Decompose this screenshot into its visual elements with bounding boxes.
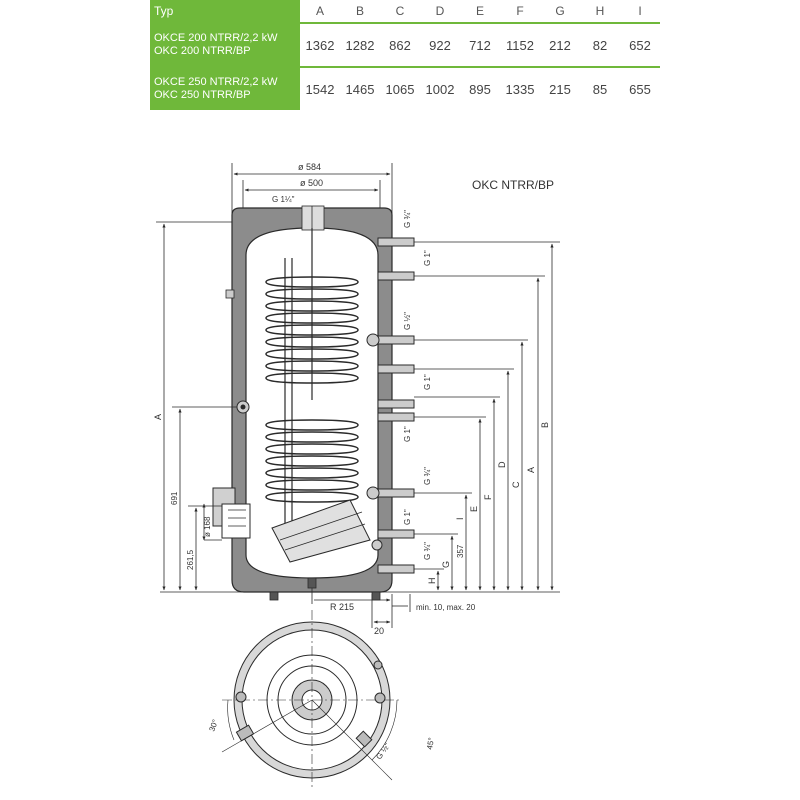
left-dimensions (156, 221, 411, 628)
dim-691-label: 691 (170, 491, 179, 505)
right-dimensions (160, 241, 560, 593)
dim-letter: A (526, 467, 536, 473)
value-cell: 1542 (305, 81, 335, 97)
table-row: OKCE 200 NTRR/2,2 kW OKC 200 NTRR/BP 136… (150, 23, 660, 68)
value-cell: 712 (460, 23, 500, 68)
dim-2615-label: 261,5 (186, 549, 195, 570)
value-cell: 1465 (345, 81, 375, 97)
connection-label: G 1" (423, 250, 432, 266)
value-cell: 895 (469, 81, 491, 97)
dim-letter: F (483, 494, 493, 500)
value-cell: 1362 (300, 23, 340, 68)
value-cell: 212 (540, 23, 580, 68)
coil-loop (265, 336, 359, 348)
connection-label: G 1" (403, 426, 412, 442)
header-d: D (420, 0, 460, 24)
coil-loop (265, 300, 359, 312)
value-cell: 1335 (505, 81, 535, 97)
dim-357-label: 357 (456, 544, 465, 558)
dim-20-label: 20 (374, 626, 384, 636)
header-e: E (460, 0, 500, 24)
header-g: G (540, 0, 580, 24)
coil-loop (265, 479, 359, 491)
dim-r215-label: R 215 (330, 602, 354, 612)
connection-label: G ½" (403, 312, 412, 330)
coil-loop (265, 443, 359, 455)
dim-letter: H (427, 578, 437, 585)
dim-168-label: ø 168 (203, 516, 212, 537)
angle-45-label: 45° (425, 737, 436, 750)
dim-letter: G (441, 561, 451, 568)
value-cell: 1282 (340, 23, 380, 68)
coil-loop (265, 372, 359, 384)
dim-letter: E (469, 506, 479, 512)
value-cell: 1152 (500, 23, 540, 68)
connection-label: G ¾" (423, 467, 432, 485)
coil-loop (265, 419, 359, 431)
heat-exchanger-coil (265, 228, 371, 563)
coil-loop (265, 276, 359, 288)
connection-label: G 1" (423, 374, 432, 390)
model-cell: OKCE 200 NTRR/2,2 kW OKC 200 NTRR/BP (150, 23, 300, 68)
value-cell: 922 (420, 23, 460, 68)
value-cell: 655 (629, 81, 651, 97)
coil-loop (265, 467, 359, 479)
coil-loop (265, 348, 359, 360)
model-label: OKC NTRR/BP (472, 178, 554, 192)
header-c: C (380, 0, 420, 24)
dim-min-max-label: min. 10, max. 20 (416, 603, 476, 612)
model-name: OKCE 250 NTRR/2,2 kW (154, 76, 278, 88)
dim-inner-diameter: ø 500 (300, 178, 323, 188)
model-name: OKC 250 NTRR/BP (154, 89, 251, 101)
header-i: I (620, 0, 660, 24)
dim-letter: B (540, 422, 550, 428)
tank-feet (269, 577, 381, 601)
model-cell: OKCE 250 NTRR/2,2 kW OKC 250 NTRR/BP (150, 67, 300, 110)
header-a: A (300, 0, 340, 24)
value-cell: 82 (580, 23, 620, 68)
value-cell: 652 (620, 23, 660, 68)
value-cell: 862 (380, 23, 420, 68)
plan-view (221, 610, 402, 790)
dim-letter: D (497, 461, 507, 468)
dim-letter: I (455, 517, 465, 520)
model-name: OKCE 200 NTRR/2,2 kW (154, 32, 278, 44)
header-f: F (500, 0, 540, 24)
right-dimension-letters: B A C D F E I G H (427, 422, 550, 584)
connection-label: G ¾" (403, 210, 412, 228)
coil-loop (265, 431, 359, 443)
model-name: OKC 200 NTRR/BP (154, 45, 251, 57)
spec-table: Typ A B C D E F G H I OKCE 200 NTRR/2,2 … (150, 0, 660, 110)
dim-a-label: A (153, 414, 163, 420)
header-typ: Typ (150, 0, 300, 24)
table-header-row: Typ A B C D E F G H I (150, 0, 660, 24)
dim-outer-diameter: ø 584 (298, 162, 321, 172)
value-cell: 1002 (425, 81, 455, 97)
plan-connection-label: G ½" (374, 741, 392, 761)
coil-loop (265, 360, 359, 372)
side-connections (366, 237, 415, 574)
coil-loop (265, 455, 359, 467)
angle-30-label: 30° (207, 718, 220, 732)
side-connection-labels: G ¾" G 1" G ½" G 1" G 1" G ¾" G 1" G ¾" (403, 210, 432, 560)
header-b: B (340, 0, 380, 24)
dim-letter: C (511, 481, 521, 488)
value-cell: 85 (592, 81, 608, 97)
table-row: OKCE 250 NTRR/2,2 kW OKC 250 NTRR/BP 154… (150, 67, 660, 110)
connection-label: G ¾" (423, 542, 432, 560)
thermometer-socket (225, 289, 250, 414)
connection-label: G 1" (403, 509, 412, 525)
header-h: H (580, 0, 620, 24)
flange (212, 487, 251, 539)
value-cell: 215 (549, 81, 571, 97)
coil-loop (265, 312, 359, 324)
value-cell: 1065 (385, 81, 415, 97)
coil-loop (265, 324, 359, 336)
coil-loop (265, 491, 359, 503)
top-connection-label: G 1¼" (272, 195, 295, 204)
coil-loop (265, 288, 359, 300)
